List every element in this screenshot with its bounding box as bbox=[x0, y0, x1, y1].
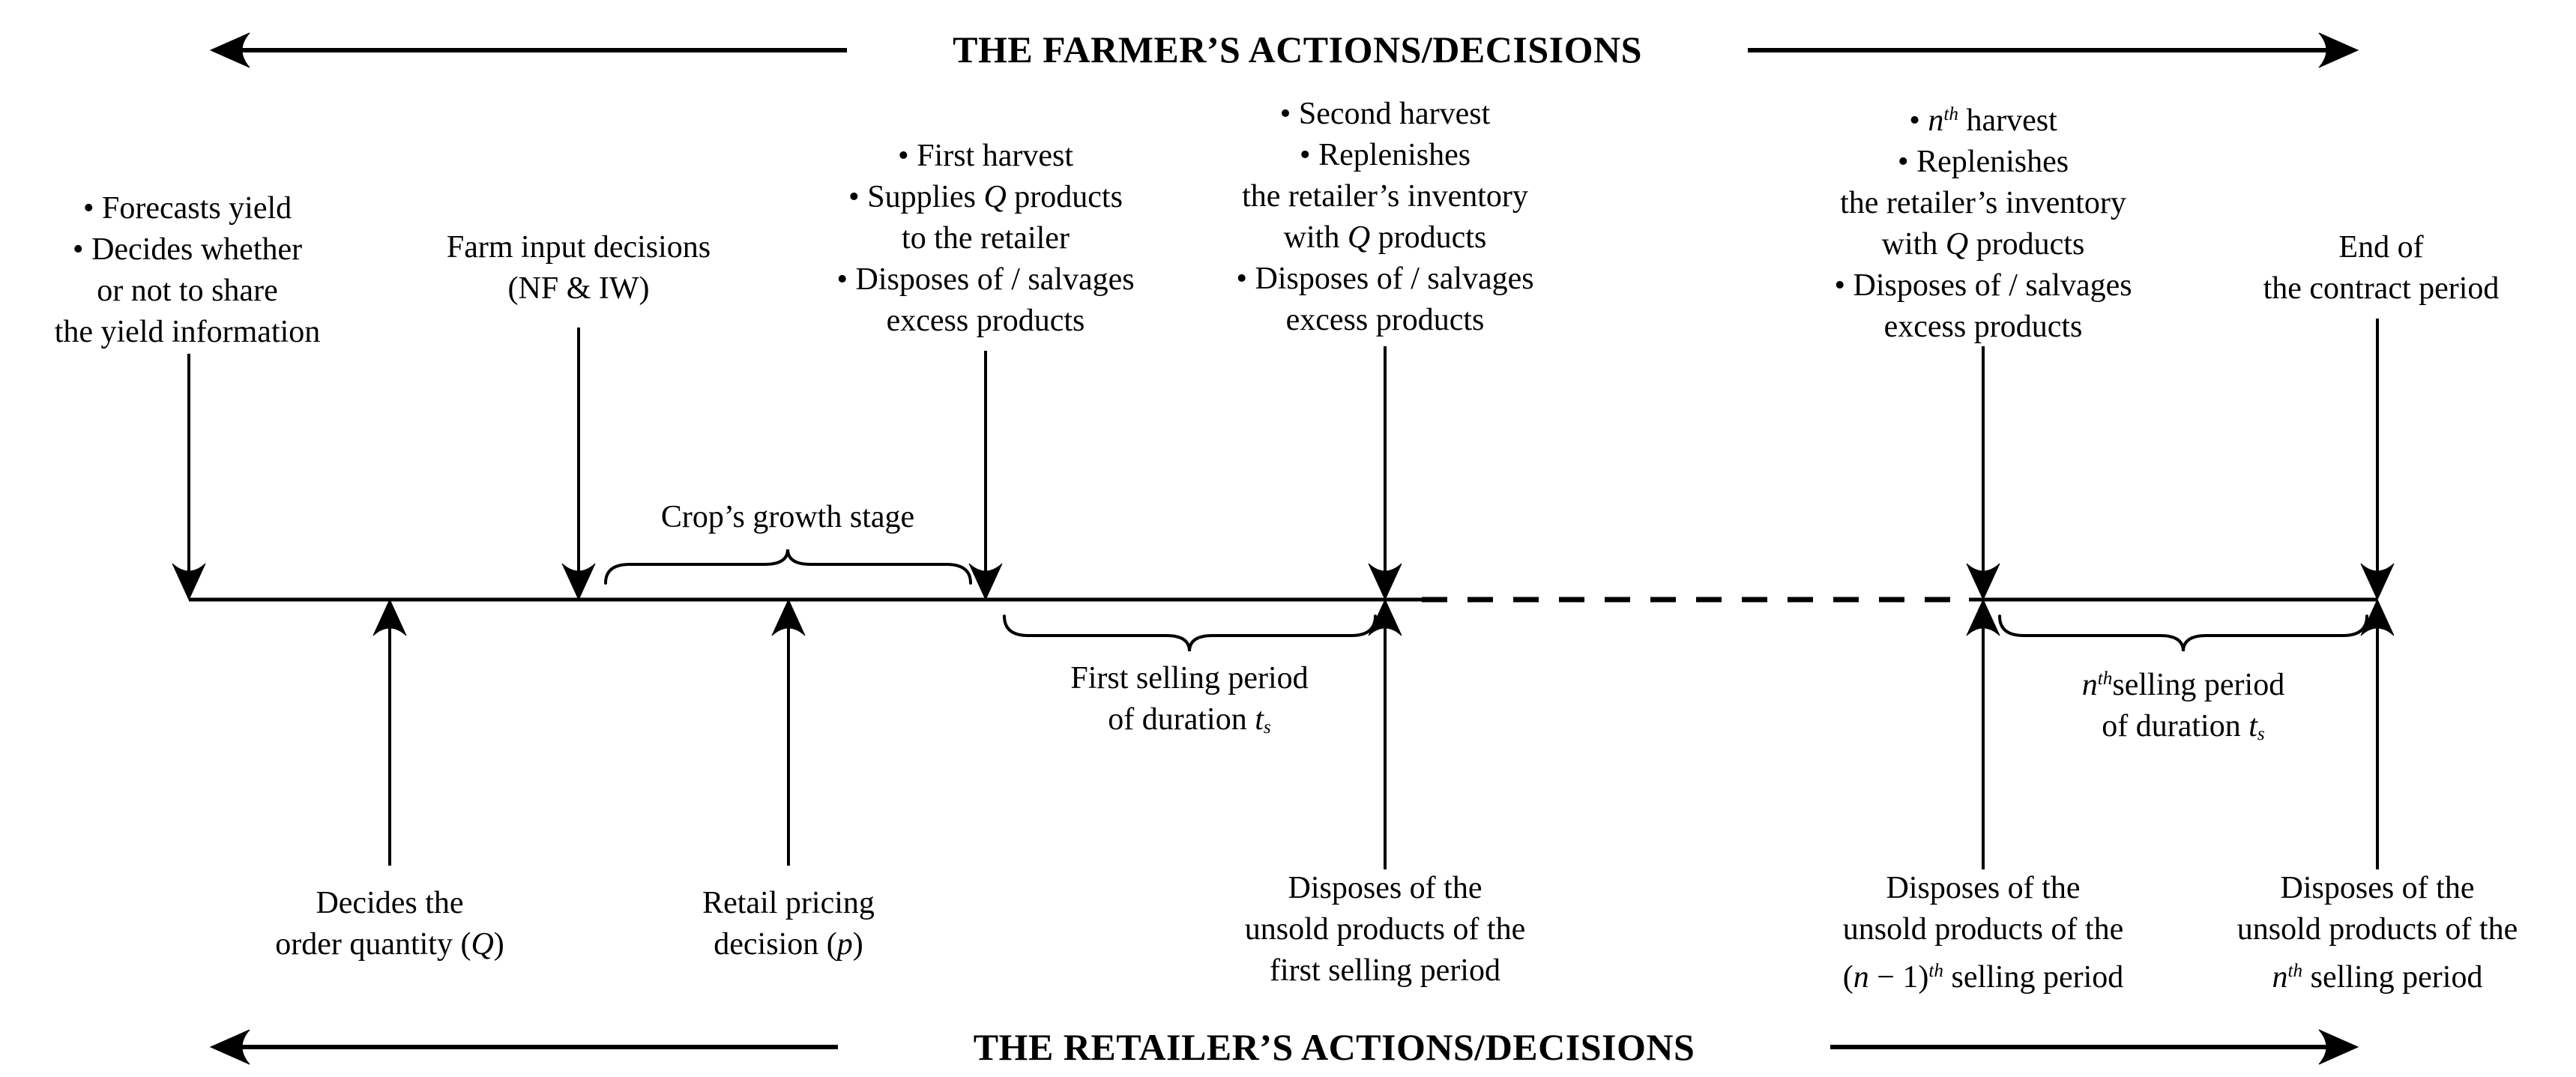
nth-selling-brace bbox=[1998, 615, 2368, 652]
retailer-arrow-right-head bbox=[2318, 1029, 2359, 1065]
text-line: excess products bbox=[1285, 303, 1485, 337]
text-line: unsold products of the bbox=[1842, 912, 2124, 947]
text-line: with Q products bbox=[1881, 226, 2085, 262]
text-line: • Decides whether bbox=[72, 232, 303, 267]
farm-input-arrow-head bbox=[561, 563, 596, 601]
forecast-note: • Forecasts yield • Decides whether or n… bbox=[55, 188, 321, 353]
text-line: • nth harvest bbox=[1909, 103, 2057, 138]
text-line: • Forecasts yield bbox=[82, 191, 292, 226]
text-line: • Disposes of / salvages bbox=[1834, 268, 2132, 303]
text-line: First selling period bbox=[1070, 661, 1309, 696]
text-line: Disposes of the bbox=[1886, 871, 2081, 905]
second-harvest-note: • Second harvest • Replenishes the retai… bbox=[1236, 94, 1533, 341]
first-selling-brace bbox=[1003, 615, 1377, 652]
text-line: Retail pricing bbox=[702, 886, 875, 920]
second-harvest-arrow-head bbox=[1368, 563, 1402, 601]
text-line: Disposes of the bbox=[2280, 871, 2475, 905]
farmer-actions-title: THE FARMER’S ACTIONS/DECISIONS bbox=[953, 28, 1642, 70]
text-line: of duration ts bbox=[2102, 708, 2265, 744]
farm-input-note: Farm input decisions (NF & IW) bbox=[447, 227, 711, 310]
dispose-n1-note: Disposes of the unsold products of the (… bbox=[1843, 868, 2124, 998]
retailer-actions-title: THE RETAILER’S ACTIONS/DECISIONS bbox=[973, 1026, 1695, 1068]
text-line: the retailer’s inventory bbox=[1242, 179, 1528, 214]
text-line: • First harvest bbox=[897, 139, 1074, 173]
text-line: decision (p) bbox=[714, 927, 863, 962]
order-quantity-note: Decides the order quantity (Q) bbox=[275, 883, 504, 965]
first-selling-label: First selling period of duration ts bbox=[1070, 658, 1308, 748]
text-line: • Disposes of / salvages bbox=[836, 262, 1135, 297]
text-line: the contract period bbox=[2263, 271, 2500, 306]
text-line: or not to share bbox=[97, 274, 278, 308]
nth-harvest-note: • nth harvest • Replenishes the retailer… bbox=[1834, 94, 2132, 348]
text-line: • Supplies Q products bbox=[848, 180, 1123, 214]
first-harvest-note: • First harvest • Supplies Q products to… bbox=[836, 136, 1134, 342]
text-line: unsold products of the bbox=[1244, 912, 1526, 947]
farmer-arrow-right-head bbox=[2318, 32, 2359, 68]
order-quantity-arrow-head bbox=[372, 598, 407, 636]
crop-growth-brace bbox=[604, 549, 972, 585]
nth-harvest-arrow-head bbox=[1966, 563, 2000, 601]
text-line: the retailer’s inventory bbox=[1840, 185, 2126, 220]
text-line: nth selling period bbox=[2272, 959, 2483, 995]
text-line: • Replenishes bbox=[1897, 144, 2069, 179]
text-line: • Second harvest bbox=[1279, 97, 1491, 131]
text-line: unsold products of the bbox=[2236, 912, 2518, 947]
dispose-first-note: Disposes of the unsold products of the f… bbox=[1245, 868, 1525, 992]
text-line: excess products bbox=[886, 304, 1085, 338]
text-line: of duration ts bbox=[1108, 702, 1271, 738]
text-line: with Q products bbox=[1283, 220, 1487, 255]
text-line: End of bbox=[2338, 230, 2424, 265]
text-line: Disposes of the bbox=[1288, 871, 1482, 905]
text-line: order quantity (Q) bbox=[275, 927, 504, 962]
crop-growth-label: Crop’s growth stage bbox=[661, 497, 914, 538]
retail-pricing-arrow-head bbox=[771, 598, 806, 636]
dispose-n-arrow-head bbox=[2360, 598, 2395, 636]
text-line: first selling period bbox=[1270, 953, 1500, 988]
dispose-first-arrow-head bbox=[1368, 598, 1402, 636]
farmer-arrow-left-head bbox=[209, 32, 250, 68]
text-line: the yield information bbox=[54, 315, 321, 349]
text-line: (NF & IW) bbox=[507, 271, 650, 306]
end-contract-note: End of the contract period bbox=[2263, 227, 2500, 310]
dispose-n-note: Disposes of the unsold products of the n… bbox=[2237, 868, 2518, 998]
text-line: • Disposes of / salvages bbox=[1236, 262, 1534, 296]
text-line: • Replenishes bbox=[1299, 138, 1471, 172]
text-line: nthselling period bbox=[2081, 667, 2285, 702]
text-line: excess products bbox=[1883, 309, 2083, 344]
text-line: (n − 1)th selling period bbox=[1842, 959, 2124, 995]
nth-selling-label: nthselling period of duration ts bbox=[2082, 658, 2284, 755]
text-line: Farm input decisions bbox=[446, 230, 711, 265]
text-line: Decides the bbox=[316, 886, 464, 920]
text-line: to the retailer bbox=[902, 221, 1070, 256]
end-contract-arrow-head bbox=[2360, 563, 2395, 601]
dispose-n1-arrow-head bbox=[1966, 598, 2000, 636]
forecast-arrow-head bbox=[172, 563, 206, 601]
first-harvest-arrow-head bbox=[968, 563, 1003, 601]
retail-pricing-note: Retail pricing decision (p) bbox=[702, 883, 875, 965]
retailer-arrow-left-head bbox=[209, 1029, 250, 1065]
text-line: Crop’s growth stage bbox=[660, 500, 915, 534]
